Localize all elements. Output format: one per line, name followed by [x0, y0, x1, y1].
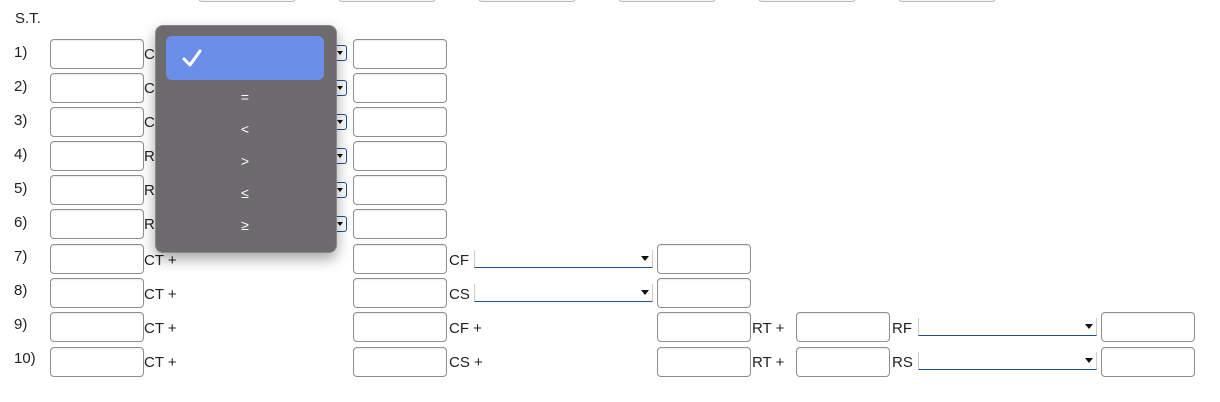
row10-coef-input[interactable]: [50, 347, 144, 377]
row-label-4: 4): [14, 146, 28, 163]
row2-rhs-input[interactable]: [353, 73, 447, 103]
row5-rhs-input[interactable]: [353, 175, 447, 205]
row7-cf-label: CF: [449, 252, 469, 269]
row8-cs-label: CS: [449, 286, 470, 303]
dropdown-option-less[interactable]: <: [240, 121, 250, 137]
row3-rhs-input[interactable]: [353, 107, 447, 137]
row10-operator-select[interactable]: [918, 352, 1097, 370]
top-tab-4[interactable]: [618, 0, 716, 2]
top-tab-3[interactable]: [478, 0, 576, 2]
row7-rhs-input[interactable]: [657, 244, 751, 274]
row-label-9: 9): [14, 316, 28, 333]
row9-rhs-input[interactable]: [1101, 312, 1195, 342]
chevron-down-icon: [337, 120, 343, 124]
row5-term-label: R: [144, 182, 155, 199]
chevron-down-icon: [641, 290, 649, 295]
row8-rhs-input[interactable]: [657, 278, 751, 308]
row9-cf-coef-input[interactable]: [353, 312, 447, 342]
st-label: S.T.: [15, 10, 41, 27]
row2-term-label: C: [144, 80, 155, 97]
row4-term-label: R: [144, 148, 155, 165]
row4-rhs-input[interactable]: [353, 141, 447, 171]
row-label-5: 5): [14, 180, 28, 197]
checkmark-icon: [182, 49, 202, 67]
row-label-7: 7): [14, 248, 28, 265]
row9-coef-input[interactable]: [50, 312, 144, 342]
row8-coef-input[interactable]: [50, 278, 144, 308]
chevron-down-icon: [337, 86, 343, 90]
chevron-down-icon: [337, 188, 343, 192]
row3-coef-input[interactable]: [50, 107, 144, 137]
row3-term-label: C: [144, 114, 155, 131]
chevron-down-icon: [641, 256, 649, 261]
row-label-2: 2): [14, 78, 28, 95]
row10-cs-second-input[interactable]: [657, 347, 751, 377]
row9-rt-coef-input[interactable]: [796, 312, 890, 342]
row8-operator-select[interactable]: [474, 284, 653, 302]
row10-rs-label: RS: [892, 354, 913, 371]
row7-coef-input[interactable]: [50, 244, 144, 274]
row-label-8: 8): [14, 282, 28, 299]
row9-operator-select[interactable]: [918, 318, 1097, 336]
dropdown-option-blank[interactable]: [166, 36, 324, 80]
chevron-down-icon: [337, 222, 343, 226]
row9-cf-second-input[interactable]: [657, 312, 751, 342]
row4-coef-input[interactable]: [50, 141, 144, 171]
row2-coef-input[interactable]: [50, 73, 144, 103]
row1-coef-input[interactable]: [50, 39, 144, 69]
top-tab-5[interactable]: [758, 0, 856, 2]
top-tab-6[interactable]: [898, 0, 996, 2]
chevron-down-icon: [337, 154, 343, 158]
row9-rf-label: RF: [892, 320, 912, 337]
row10-ct-label: CT +: [144, 354, 177, 371]
dropdown-option-equal[interactable]: =: [240, 89, 250, 105]
top-tab-2[interactable]: [338, 0, 436, 2]
chevron-down-icon: [1085, 358, 1093, 363]
row9-ct-label: CT +: [144, 320, 177, 337]
row8-cs-coef-input[interactable]: [353, 278, 447, 308]
dropdown-option-greater[interactable]: >: [240, 153, 250, 169]
row10-rt-coef-input[interactable]: [796, 347, 890, 377]
row-label-1: 1): [14, 44, 28, 61]
row8-ct-label: CT +: [144, 286, 177, 303]
row-label-10: 10): [14, 350, 36, 367]
row1-rhs-input[interactable]: [353, 39, 447, 69]
row10-rt-label: RT +: [752, 354, 785, 371]
operator-dropdown-menu[interactable]: = < > ≤ ≥: [155, 25, 337, 253]
row9-rt-label: RT +: [752, 320, 785, 337]
top-tab-1[interactable]: [198, 0, 296, 2]
dropdown-option-less-equal[interactable]: ≤: [241, 185, 249, 201]
row-label-6: 6): [14, 214, 28, 231]
dropdown-option-greater-equal[interactable]: ≥: [241, 217, 249, 233]
row9-cf-plus-label: CF +: [449, 320, 482, 337]
row7-operator-select[interactable]: [474, 250, 653, 268]
row10-cs-coef-input[interactable]: [353, 347, 447, 377]
row10-cs-plus-label: CS +: [449, 354, 483, 371]
row6-rhs-input[interactable]: [353, 209, 447, 239]
row-label-3: 3): [14, 112, 28, 129]
chevron-down-icon: [337, 51, 343, 55]
row5-coef-input[interactable]: [50, 175, 144, 205]
row7-ct-label: CT +: [144, 252, 177, 269]
chevron-down-icon: [1085, 324, 1093, 329]
row1-term-label: C: [144, 46, 155, 63]
row6-coef-input[interactable]: [50, 209, 144, 239]
row7-cf-coef-input[interactable]: [353, 244, 447, 274]
row6-term-label: R: [144, 216, 155, 233]
row10-rhs-input[interactable]: [1101, 347, 1195, 377]
